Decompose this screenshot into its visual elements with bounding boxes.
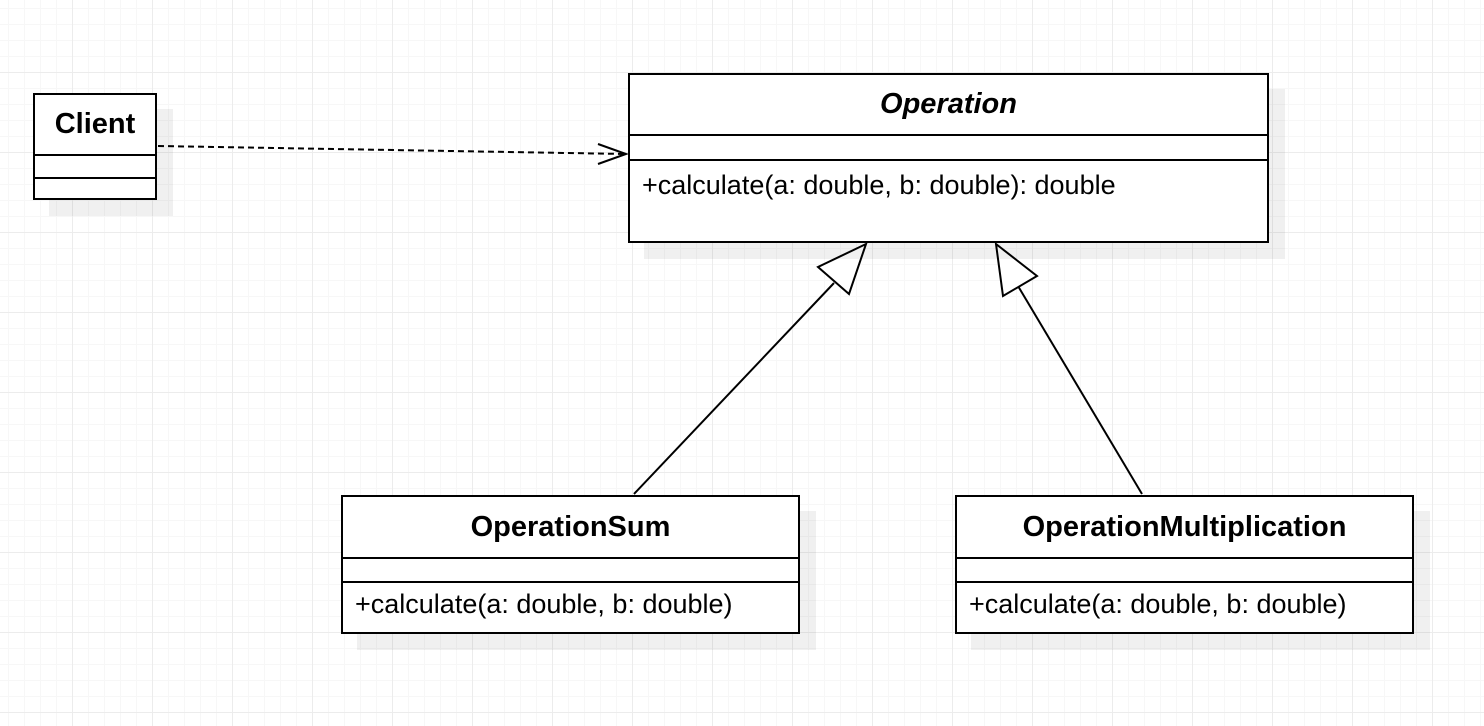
generalization-line-sum[interactable] bbox=[633, 282, 835, 495]
class-methods: +calculate(a: double, b: double) bbox=[343, 583, 798, 620]
generalization-arrowhead-multiplication bbox=[994, 241, 1039, 298]
class-operation-sum[interactable]: OperationSum +calculate(a: double, b: do… bbox=[341, 495, 800, 634]
method-calculate: +calculate(a: double, b: double): double bbox=[642, 170, 1116, 200]
class-attributes bbox=[35, 156, 155, 179]
class-client[interactable]: Client bbox=[33, 93, 157, 200]
method-calculate: +calculate(a: double, b: double) bbox=[969, 589, 1347, 619]
dependency-line-client-operation[interactable] bbox=[157, 145, 627, 155]
class-name: Operation bbox=[630, 75, 1267, 136]
dependency-arrowhead bbox=[597, 143, 629, 165]
class-attributes bbox=[630, 136, 1267, 161]
generalization-arrowhead-sum bbox=[816, 242, 868, 296]
generalization-line-multiplication[interactable] bbox=[1017, 285, 1143, 495]
class-operation-multiplication[interactable]: OperationMultiplication +calculate(a: do… bbox=[955, 495, 1414, 634]
class-attributes bbox=[343, 559, 798, 583]
class-attributes bbox=[957, 559, 1412, 583]
class-methods: +calculate(a: double, b: double) bbox=[957, 583, 1412, 620]
method-calculate: +calculate(a: double, b: double) bbox=[355, 589, 733, 619]
class-operation[interactable]: Operation +calculate(a: double, b: doubl… bbox=[628, 73, 1269, 243]
class-name: Client bbox=[35, 95, 155, 156]
class-name: OperationSum bbox=[343, 497, 798, 559]
class-methods: +calculate(a: double, b: double): double bbox=[630, 161, 1267, 201]
class-methods bbox=[35, 179, 155, 198]
class-name: OperationMultiplication bbox=[957, 497, 1412, 559]
